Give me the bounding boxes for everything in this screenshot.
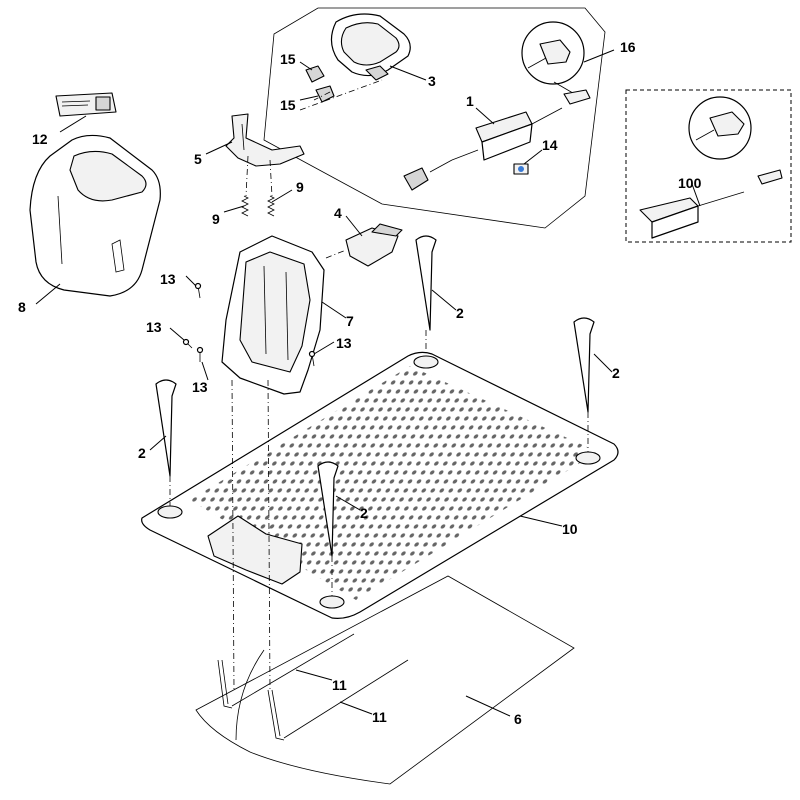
charging-hood-part xyxy=(29,134,161,297)
callout-13-a: 13 xyxy=(160,271,176,287)
callout-8: 8 xyxy=(18,299,26,315)
base-plate-part xyxy=(141,351,619,619)
screw-c-part xyxy=(196,346,204,362)
callout-10: 10 xyxy=(562,521,578,537)
kit-frame xyxy=(263,7,606,229)
cable xyxy=(235,649,265,741)
stake-left-part xyxy=(155,379,177,477)
callout-5: 5 xyxy=(194,151,202,167)
replacement-kit-frame xyxy=(625,89,792,243)
label-sticker-part xyxy=(55,92,117,117)
top-cover-part xyxy=(330,13,411,81)
ground-sheet-part xyxy=(195,575,575,785)
callout-2-center: 2 xyxy=(360,505,368,521)
callout-15-upper: 15 xyxy=(280,51,296,67)
spring-right-part xyxy=(267,195,275,217)
screw-b-part xyxy=(182,338,193,349)
info-sticker-part xyxy=(513,163,529,175)
power-supply-part xyxy=(403,107,563,191)
callout-11-lower: 11 xyxy=(372,709,387,725)
leader-lines xyxy=(35,49,701,717)
callout-7: 7 xyxy=(346,313,354,329)
callout-11-upper: 11 xyxy=(332,677,347,693)
callout-12: 12 xyxy=(32,131,48,147)
callout-13-d: 13 xyxy=(336,335,352,351)
callout-15-lower: 15 xyxy=(280,97,296,113)
callout-3: 3 xyxy=(428,73,436,89)
callout-14: 14 xyxy=(542,137,558,153)
contact-pad-upper-part xyxy=(305,65,325,83)
callout-4: 4 xyxy=(334,205,342,221)
plug-detail-part xyxy=(521,21,591,105)
spring-left-part xyxy=(241,195,249,217)
replacement-psu-part xyxy=(639,96,783,239)
alignment-lines xyxy=(169,79,589,691)
stake-right-part xyxy=(573,317,595,413)
contact-bracket-part xyxy=(225,113,305,167)
callout-16: 16 xyxy=(620,39,636,55)
wire-pin-upper-part xyxy=(217,633,355,709)
callout-13-b: 13 xyxy=(146,319,162,335)
callout-1: 1 xyxy=(466,93,474,109)
wire-pin-lower-part xyxy=(267,659,409,741)
contact-pad-lower-part xyxy=(315,85,335,103)
callout-2-right: 2 xyxy=(612,365,620,381)
stake-upper-part xyxy=(415,235,437,331)
callout-2-left: 2 xyxy=(138,445,146,461)
base-housing-part xyxy=(221,235,325,395)
stake-center-part xyxy=(317,461,339,557)
callout-9-right: 9 xyxy=(296,179,304,195)
callout-9-left: 9 xyxy=(212,211,220,227)
callout-13-c: 13 xyxy=(192,379,208,395)
callout-100: 100 xyxy=(678,175,702,191)
callout-6: 6 xyxy=(514,711,522,727)
callout-2-upper: 2 xyxy=(456,305,464,321)
screw-a-part xyxy=(194,282,202,299)
connector-part xyxy=(345,223,403,267)
